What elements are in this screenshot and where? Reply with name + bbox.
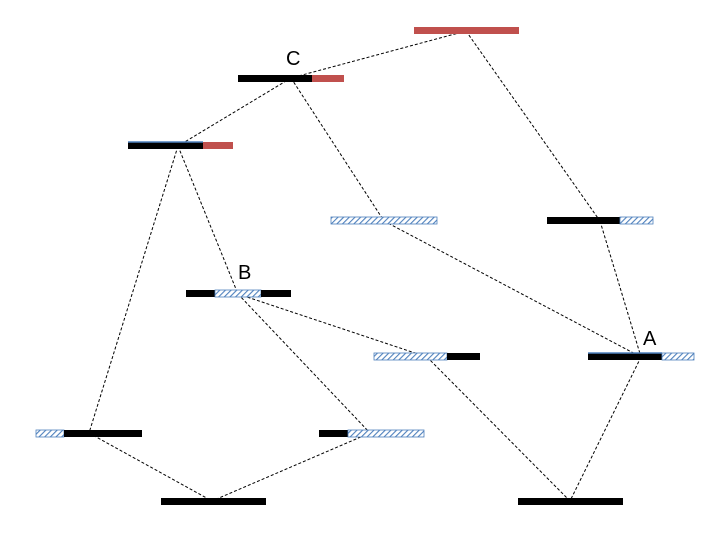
edge-b-midlow — [237, 293, 428, 358]
nodes — [35, 27, 695, 505]
edge-left-bottomleft — [88, 145, 179, 434]
edge-top-c — [290, 30, 467, 79]
node-bottom-right — [518, 498, 623, 505]
node-left — [128, 141, 233, 149]
label-b: B — [238, 262, 251, 284]
edge-mid-a — [383, 220, 642, 358]
node-a — [588, 352, 695, 361]
label-a: A — [643, 328, 657, 350]
node-rightlow — [319, 429, 425, 438]
edge-a-bottomright — [569, 356, 642, 502]
edge-c-mid — [290, 77, 385, 222]
edges — [88, 30, 642, 502]
edge-left-b — [177, 145, 239, 295]
node-top — [414, 27, 519, 34]
edge-top-right — [465, 30, 601, 222]
node-leftlow — [35, 429, 142, 438]
edge-midlow-bottomright — [426, 356, 571, 502]
edge-leftlow-bottom — [88, 432, 213, 502]
label-c: C — [286, 48, 300, 70]
edge-b-rightlow — [237, 293, 371, 434]
node-c — [238, 75, 344, 82]
node-midlow — [373, 352, 480, 361]
node-mid — [330, 216, 438, 225]
edge-c-left — [177, 77, 292, 147]
edge-right-a — [599, 220, 642, 358]
node-right — [547, 216, 654, 225]
edge-rightlow-bottom — [211, 432, 371, 502]
node-b — [186, 289, 291, 298]
node-bottom-left — [161, 498, 266, 505]
